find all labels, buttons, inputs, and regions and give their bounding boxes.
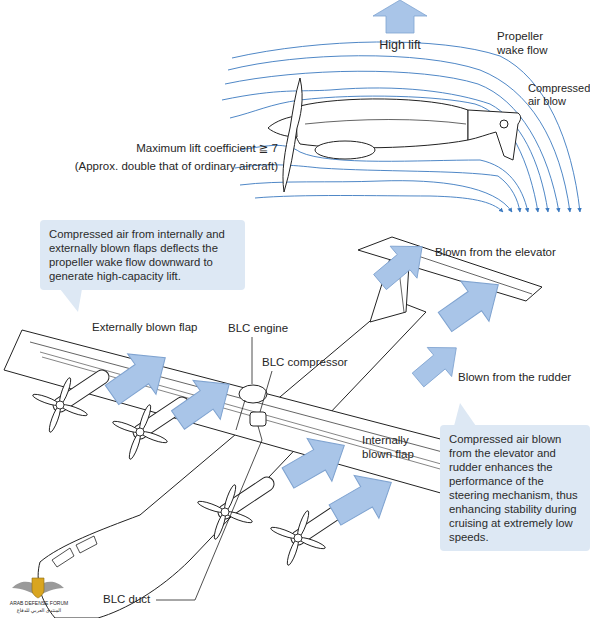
engine-nacelle bbox=[315, 141, 375, 159]
callout-text: Compressed air from internally and exter… bbox=[49, 227, 236, 283]
callout-box: Compressed air from internally and exter… bbox=[40, 220, 245, 290]
blc-compressor bbox=[250, 412, 266, 426]
leader-line bbox=[252, 337, 253, 384]
propeller bbox=[112, 404, 169, 461]
part-label: Blown from the elevator bbox=[435, 246, 556, 260]
streamline bbox=[228, 56, 570, 212]
blow-arrow bbox=[323, 461, 404, 536]
callout-text: Compressed air blown from the elevator a… bbox=[449, 432, 581, 544]
flow-label: Compressed air blow bbox=[528, 82, 590, 108]
leader-line bbox=[156, 440, 262, 600]
blow-arrow bbox=[164, 365, 242, 440]
cockpit-window bbox=[52, 536, 97, 567]
blow-arrow bbox=[367, 231, 436, 298]
callout-pointer bbox=[454, 403, 476, 426]
propeller bbox=[270, 510, 327, 567]
lift-arrow bbox=[373, 0, 427, 33]
propeller-blade bbox=[283, 78, 302, 192]
watermark: ARAB DEFENSE FORUM bbox=[3, 600, 75, 606]
part-label: Blown from the rudder bbox=[458, 371, 571, 385]
watermark: المنتدى العربي للدفاع bbox=[3, 607, 75, 613]
blow-arrow bbox=[98, 337, 180, 415]
streamline bbox=[240, 181, 512, 212]
leader-line bbox=[260, 371, 272, 412]
callout-pointer bbox=[60, 289, 82, 312]
flow-label: Propeller wake flow bbox=[497, 30, 569, 58]
streamline bbox=[230, 96, 538, 212]
wing-chord-line bbox=[305, 120, 466, 125]
logo-shield bbox=[32, 578, 44, 598]
blow-arrow bbox=[276, 424, 357, 499]
part-label: Internally blown flap bbox=[362, 434, 424, 462]
flap bbox=[468, 110, 521, 160]
streamline bbox=[255, 196, 503, 213]
lift-label: High lift bbox=[370, 38, 430, 53]
part-label: BLC compressor bbox=[262, 356, 348, 370]
coefficient-note: (Approx. double that of ordinary aircraf… bbox=[20, 160, 278, 174]
flap-hinge bbox=[500, 120, 508, 128]
fuselage bbox=[38, 300, 426, 618]
blow-arrow bbox=[406, 333, 469, 394]
streamlines bbox=[222, 42, 580, 212]
part-label: BLC engine bbox=[228, 322, 288, 336]
wing-section bbox=[294, 99, 468, 148]
propeller bbox=[197, 484, 254, 541]
part-label: BLC duct bbox=[103, 593, 150, 607]
coefficient-note: Maximum lift coefficient ≧ 7 bbox=[40, 142, 278, 156]
propeller bbox=[32, 377, 89, 434]
callout-box: Compressed air blown from the elevator a… bbox=[440, 425, 590, 551]
blow-arrow bbox=[431, 264, 513, 342]
part-label: Externally blown flap bbox=[92, 321, 197, 335]
blc-engine bbox=[239, 385, 267, 403]
blc-piping bbox=[236, 400, 262, 440]
